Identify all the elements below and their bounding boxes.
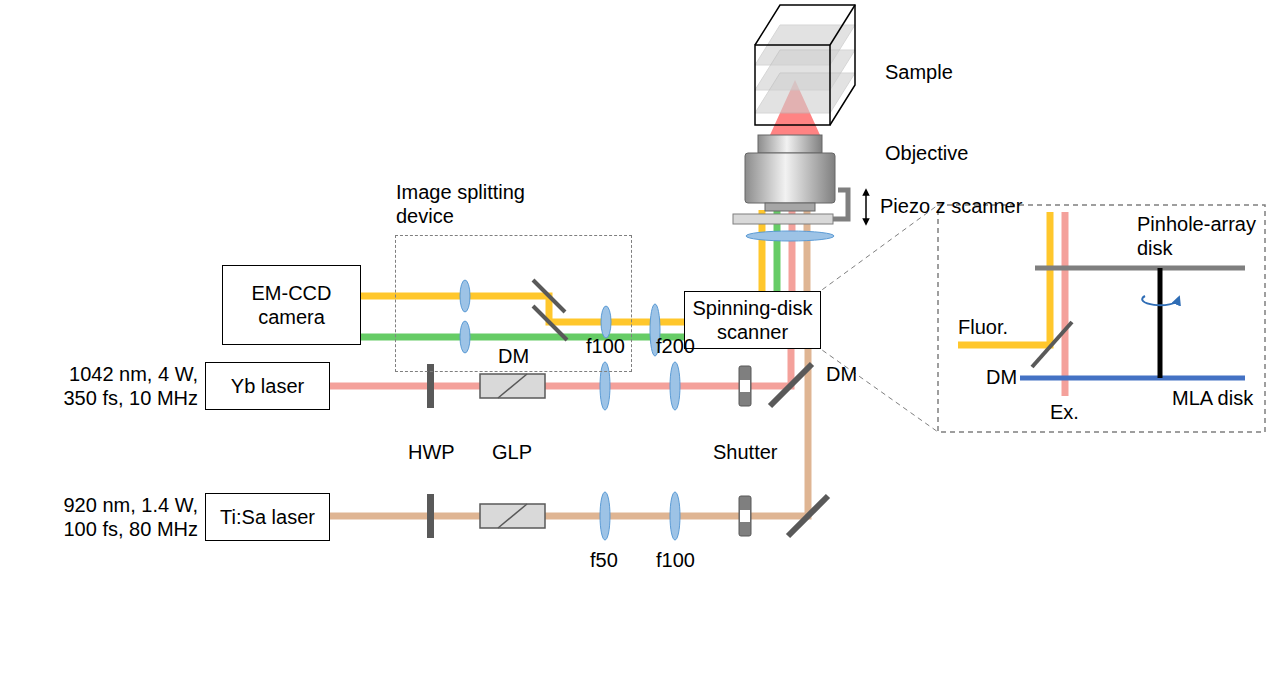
laser-optics (427, 364, 434, 408)
laser-optics (498, 504, 527, 528)
camera-box: EM-CCD camera (222, 265, 361, 345)
laser-beam (330, 349, 791, 386)
laser-optics (670, 492, 680, 540)
piezo-scanner (865, 192, 867, 222)
objective-lens (745, 153, 835, 203)
part-name: DM (986, 365, 1017, 389)
laser-beam (330, 349, 808, 516)
sample-cube (755, 5, 855, 125)
beam-path (330, 349, 808, 516)
laser-optics (480, 374, 545, 398)
group-heading: Image splitting device (396, 180, 561, 228)
lens-focal-length: f200 (656, 334, 695, 358)
scanner-inset (1142, 296, 1178, 305)
scanner-inset (815, 205, 1265, 432)
laser-optics (788, 496, 828, 536)
part-name: GLP (492, 440, 532, 464)
part-name: Piezo z scanner (880, 194, 1022, 218)
beam-path (361, 334, 395, 341)
scanner-inset (938, 205, 1265, 432)
objective-lens (765, 203, 815, 211)
part-name: Objective (885, 141, 968, 165)
laser-optics (427, 494, 434, 538)
splitter-beams (395, 334, 465, 341)
piezo-scanner (733, 190, 866, 241)
sample-cube (755, 73, 855, 113)
part-name: Sample (885, 60, 953, 84)
scanner-inset (815, 345, 938, 432)
scanner-inset (958, 212, 1050, 345)
scanner-inset (815, 205, 938, 295)
objective-lens (745, 135, 835, 211)
scanner-inset (1032, 322, 1072, 367)
lens-focal-length: f100 (586, 334, 625, 358)
laser-optics (740, 380, 750, 392)
part-name: DM (826, 362, 857, 386)
scanner-inset (1020, 376, 1245, 381)
objective-lens (758, 135, 822, 153)
laser-spec: 1042 nm, 4 W, 350 fs, 10 MHz (48, 362, 198, 410)
splitter-beams (601, 306, 611, 338)
splitter-beams (460, 280, 470, 312)
laser-optics (770, 364, 812, 406)
part-name: Shutter (713, 440, 777, 464)
laser-optics (600, 362, 610, 410)
box-label: Ti:Sa laser (220, 505, 315, 529)
scanner-inset (1035, 266, 1245, 271)
laser-optics (740, 510, 750, 522)
part-name: Ex. (1050, 400, 1079, 424)
scanner-inset (1062, 212, 1069, 396)
laser-spec: 920 nm, 1.4 W, 100 fs, 80 MHz (48, 493, 198, 541)
scanner-inset (1158, 268, 1163, 378)
box-label: EM-CCD camera (223, 281, 360, 329)
laser-box: Yb laser (205, 362, 330, 410)
part-name: Fluor. (958, 315, 1008, 339)
splitter-beams (395, 293, 465, 300)
beam-path (330, 349, 791, 386)
laser-optics (480, 504, 545, 528)
piezo-scanner (833, 190, 848, 219)
box-label: Spinning-disk scanner (685, 296, 820, 344)
laser-optics (498, 374, 527, 398)
laser-box: Ti:Sa laser (205, 493, 330, 541)
laser-beam (361, 296, 395, 337)
scanner-box: Spinning-disk scanner (684, 291, 821, 349)
splitter-beams (460, 321, 470, 353)
lens-focal-length: f50 (590, 548, 618, 572)
sample-cube (830, 5, 855, 45)
laser-optics (670, 362, 680, 410)
splitter-beams (533, 280, 565, 312)
part-name: HWP (408, 440, 455, 464)
laser-optics (739, 366, 751, 406)
lens-focal-length: f100 (656, 548, 695, 572)
sample-cube (755, 45, 830, 125)
laser-optics (600, 492, 610, 540)
beam-path (361, 293, 395, 300)
part-name: Pinhole-array disk (1137, 212, 1262, 260)
piezo-scanner (733, 214, 833, 224)
laser-optics (739, 496, 751, 536)
part-name: DM (498, 344, 529, 368)
sample-cube (755, 5, 855, 135)
laser-optics (427, 362, 828, 540)
piezo-scanner (746, 231, 834, 241)
box-label: Yb laser (231, 374, 304, 398)
part-name: MLA disk (1172, 386, 1253, 410)
